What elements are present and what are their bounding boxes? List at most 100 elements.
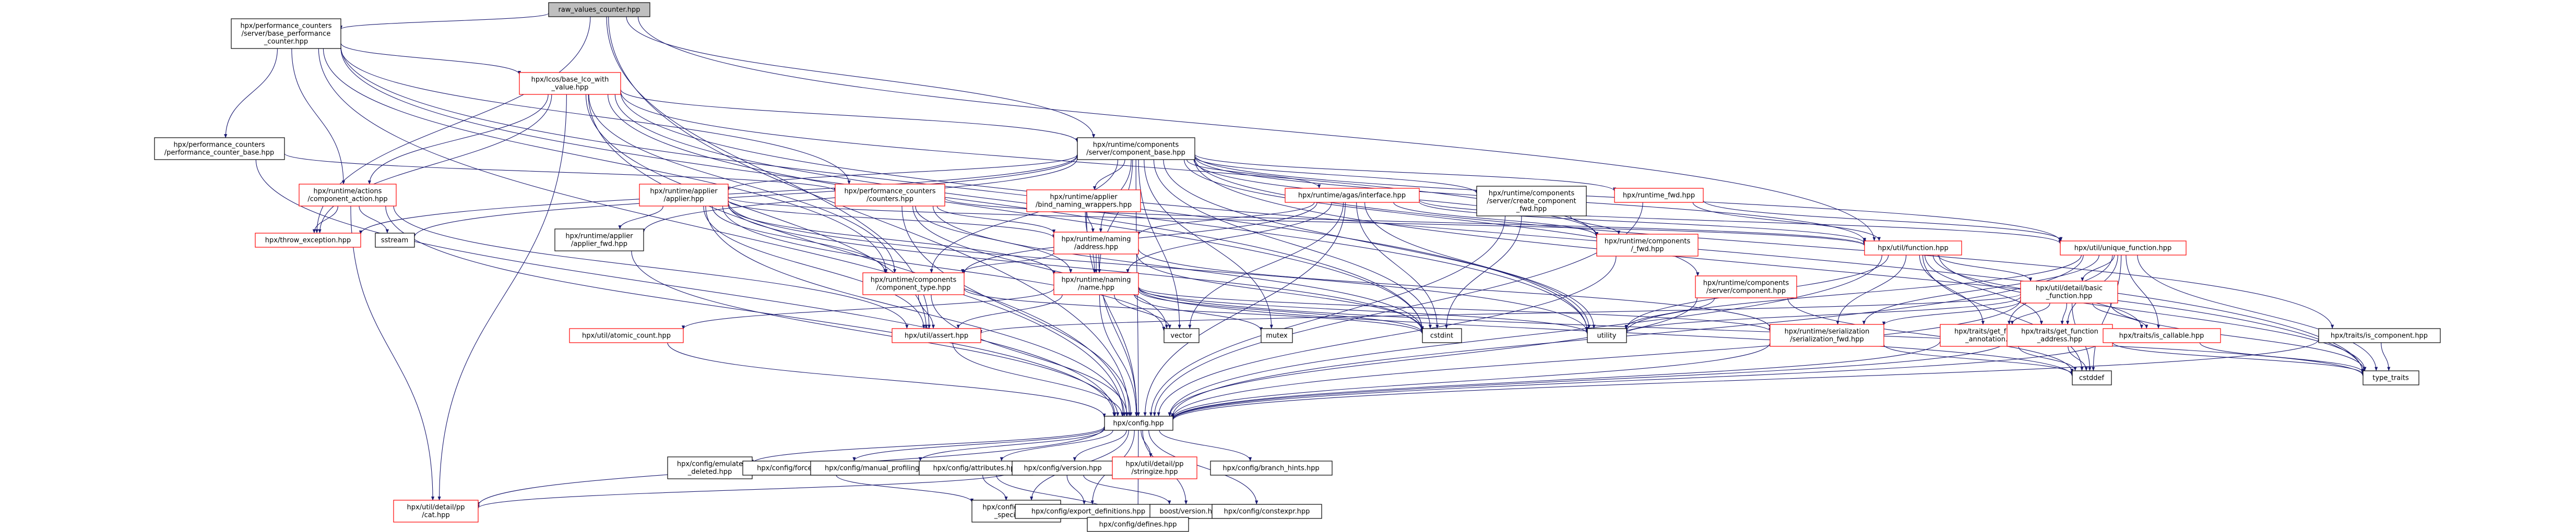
node-ast[interactable]: hpx/util/assert.hpp xyxy=(892,328,981,343)
node-ttraits[interactable]: type_traits xyxy=(2363,370,2419,385)
edge-agas-to-adr xyxy=(1136,202,1315,236)
node-ctype[interactable]: hpx/runtime/components/component_type.hp… xyxy=(862,272,965,295)
node-label-line: hpx/runtime/components xyxy=(1093,141,1179,149)
node-label-line: hpx/traits/is_callable.hpp xyxy=(2119,332,2204,340)
node-ccx[interactable]: hpx/config/constexpr.hpp xyxy=(1212,504,1322,519)
node-adr[interactable]: hpx/runtime/naming/address.hpp xyxy=(1053,232,1139,255)
edge-func-to-cfg xyxy=(1168,255,1882,417)
node-cfg[interactable]: hpx/config.hpp xyxy=(1104,416,1173,431)
edge-root-to-cbase xyxy=(626,16,1096,138)
node-label-line: /serialization_fwd.hpp xyxy=(1790,336,1864,344)
node-cdef[interactable]: hpx/config/defines.hpp xyxy=(1087,517,1189,532)
node-thr[interactable]: hpx/throw_exception.hpp xyxy=(255,233,361,248)
node-box xyxy=(255,233,361,248)
edge-act-to-thr xyxy=(312,205,338,234)
node-cbase[interactable]: hpx/runtime/components/server/component_… xyxy=(1077,137,1195,160)
edge-bwv-to-act xyxy=(367,94,549,185)
node-gfad[interactable]: hpx/traits/get_function_address.hpp xyxy=(2007,324,2113,347)
edge-iscomp-to-cfg xyxy=(1171,340,2319,421)
node-act[interactable]: hpx/runtime/actions/component_action.hpp xyxy=(299,184,397,207)
node-ctd[interactable]: hpx/config/emulate_deleted.hpp xyxy=(667,456,753,479)
node-agas[interactable]: hpx/runtime/agas/interface.hpp xyxy=(1285,188,1420,203)
edge-cnt-to-func xyxy=(944,197,1866,246)
node-name[interactable]: hpx/runtime/naming/name.hpp xyxy=(1053,272,1139,295)
node-atc[interactable]: hpx/util/atomic_count.hpp xyxy=(569,328,684,343)
edge-serf-to-cstddef xyxy=(1883,344,2074,375)
node-root[interactable]: raw_values_counter.hpp xyxy=(548,2,650,17)
node-mtx[interactable]: mutex xyxy=(1261,328,1293,343)
edge-agas-to-ctype xyxy=(962,202,1317,274)
node-bwv[interactable]: hpx/lcos/base_lco_with_value.hpp xyxy=(519,72,621,95)
edge-cfg-to-cmp xyxy=(918,429,1105,462)
edge-cbase-to-iscomp xyxy=(1194,157,2334,329)
node-box xyxy=(2060,240,2187,256)
edge-ast-to-cfg xyxy=(952,342,1124,417)
node-label-line: hpx/util/detail/basic xyxy=(2036,285,2103,293)
edge-bwv-to-cat xyxy=(437,94,567,501)
node-label-line: type_traits xyxy=(2372,374,2409,382)
node-box xyxy=(554,228,644,251)
node-ced[interactable]: hpx/config/export_definitions.hpp xyxy=(1015,504,1162,519)
node-cver[interactable]: hpx/config/version.hpp xyxy=(1012,461,1114,476)
node-label-line: /applier.hpp xyxy=(663,196,704,203)
node-sst[interactable]: sstream xyxy=(375,233,415,248)
edge-fbase-to-serf xyxy=(1882,300,2021,326)
node-label-line: cstdint xyxy=(1430,332,1453,340)
node-label-line: hpx/util/assert.hpp xyxy=(905,332,968,340)
node-fbase[interactable]: hpx/util/detail/basic_function.hpp xyxy=(2020,281,2118,304)
edge-bpc-to-cfg xyxy=(318,48,1125,417)
edge-cbase-to-cstdint xyxy=(1153,159,1432,329)
node-scomp[interactable]: hpx/runtime/components/server/component.… xyxy=(1695,275,1797,298)
node-box xyxy=(639,184,729,207)
node-app[interactable]: hpx/runtime/applier/applier.hpp xyxy=(639,184,729,207)
edge-agas-to-compf xyxy=(1393,202,1598,237)
edge-cbase-to-name xyxy=(1098,159,1133,273)
node-box xyxy=(1285,188,1420,203)
edge-bpc-to-pcb xyxy=(224,48,278,138)
node-strz[interactable]: hpx/util/detail/pp/stringize.hpp xyxy=(1112,456,1197,479)
node-appf[interactable]: hpx/runtime/applier/applier_fwd.hpp xyxy=(554,228,644,251)
node-bnw[interactable]: hpx/runtime/applier/bind_naming_wrappers… xyxy=(1026,189,1141,212)
node-rtf[interactable]: hpx/runtime_fwd.hpp xyxy=(1614,188,1704,203)
node-label-line: hpx/traits/get_function xyxy=(2021,328,2098,336)
node-cbt[interactable]: hpx/config/branch_hints.hpp xyxy=(1210,461,1333,476)
node-cstddef[interactable]: cstddef xyxy=(2072,370,2112,385)
edge-app-to-utility xyxy=(728,201,1589,333)
node-label-line: hpx/runtime/naming xyxy=(1061,276,1131,284)
node-compf[interactable]: hpx/runtime/components/_fwd.hpp xyxy=(1596,234,1699,257)
edge-cfg-to-catt xyxy=(1000,430,1113,462)
edge-func-to-serf xyxy=(1836,255,1907,325)
node-label-line: /counters.hpp xyxy=(866,196,913,203)
edge-bwv-to-ttraits xyxy=(620,91,2365,374)
node-ufunc[interactable]: hpx/util/unique_function.hpp xyxy=(2060,240,2187,256)
node-vec[interactable]: vector xyxy=(1164,328,1200,343)
node-cnt[interactable]: hpx/performance_counters/counters.hpp xyxy=(835,184,945,207)
node-cstdint[interactable]: cstdint xyxy=(1422,328,1462,343)
edge-scomp-to-cfg xyxy=(1168,297,1697,417)
node-ccf[interactable]: hpx/runtime/components/server/create_com… xyxy=(1476,186,1587,216)
node-utility[interactable]: utility xyxy=(1587,328,1627,343)
edge-act-to-cfg xyxy=(385,205,1116,417)
edge-ccf-to-cstdint xyxy=(1444,215,1522,329)
edge-cfg-to-ctd xyxy=(751,426,1105,464)
node-label-line: utility xyxy=(1597,332,1617,340)
edge-isc-to-ttraits xyxy=(2199,342,2365,373)
node-isc[interactable]: hpx/traits/is_callable.hpp xyxy=(2103,328,2221,343)
node-bpc[interactable]: hpx/performance_counters/server/base_per… xyxy=(231,18,341,49)
edge-cbase-to-bnw xyxy=(1093,159,1125,190)
edge-bpc-to-bwv xyxy=(340,43,521,75)
edge-catt-to-ccs xyxy=(982,475,1008,501)
node-iscomp[interactable]: hpx/traits/is_component.hpp xyxy=(2318,328,2441,343)
node-cat[interactable]: hpx/util/detail/pp/cat.hpp xyxy=(393,500,479,523)
node-serf[interactable]: hpx/runtime/serialization/serialization_… xyxy=(1770,324,1884,347)
edge-func-to-ttraits xyxy=(1939,255,2367,371)
edge-ufunc-to-fbase xyxy=(2081,255,2115,282)
node-pcb[interactable]: hpx/performance_counters/performance_cou… xyxy=(154,137,285,160)
edge-agas-to-utility xyxy=(1364,202,1596,329)
node-func[interactable]: hpx/util/function.hpp xyxy=(1864,240,1962,256)
node-label-line: _deleted.hpp xyxy=(687,468,732,476)
edge-app-to-ast xyxy=(703,205,925,329)
node-box xyxy=(892,328,981,343)
edge-iscomp-to-ttraits xyxy=(2381,342,2391,371)
